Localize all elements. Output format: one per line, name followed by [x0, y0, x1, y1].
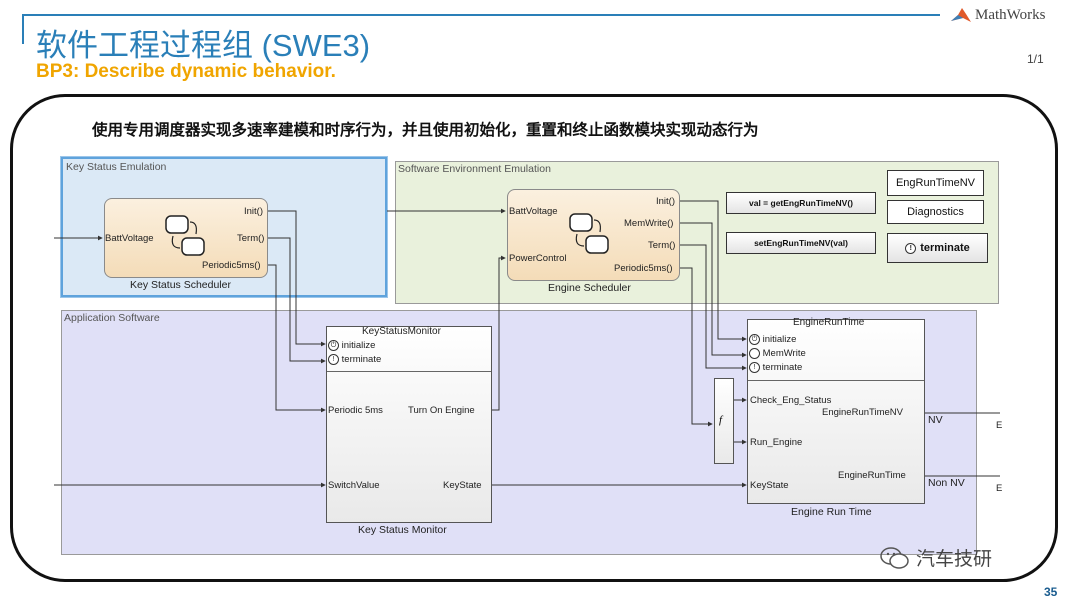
key-monitor-name: Key Status Monitor	[358, 524, 447, 536]
engine-run-time-block[interactable]	[747, 319, 925, 504]
engine-runtime-event-memwrite: MemWrite	[749, 348, 806, 359]
set-eng-runtime-nv-block[interactable]: setEngRunTimeNV(val)	[726, 232, 876, 254]
engine-runtime-event-initialize: ⏻ initialize	[749, 334, 796, 345]
engine-runtime-name: Engine Run Time	[791, 506, 872, 518]
key-sched-out-init: Init()	[244, 206, 263, 217]
engine-runtime-top-label: EngineRunTime	[793, 317, 865, 328]
engine-runtime-in-check-eng-status: Check_Eng_Status	[750, 395, 832, 406]
slide-headline: 使用专用调度器实现多速率建模和时序行为，并且使用初始化，重置和终止函数模块实现动…	[92, 122, 759, 139]
engine-runtime-memwrite-label: MemWrite	[762, 348, 806, 360]
eng-sched-out-memwrite: MemWrite()	[624, 218, 674, 229]
header-accent	[22, 14, 24, 44]
eng-sched-in-battvoltage: BattVoltage	[509, 206, 558, 217]
engine-runtime-out-runtime: EngineRunTime	[838, 470, 906, 481]
get-eng-runtime-nv-block[interactable]: val = getEngRunTimeNV()	[726, 192, 876, 214]
stateflow-icon	[569, 213, 609, 254]
function-symbol: f	[719, 414, 723, 426]
initialize-icon: ⏻	[749, 334, 760, 345]
key-monitor-divider	[327, 371, 491, 372]
membrane-icon	[951, 8, 971, 22]
key-sched-name: Key Status Scheduler	[130, 279, 231, 291]
eng-sched-out-term: Term()	[648, 240, 676, 251]
page-fraction: 1/1	[1027, 52, 1044, 66]
key-monitor-out-turn-on-engine: Turn On Engine	[408, 405, 475, 416]
key-sched-in-battvoltage: BattVoltage	[105, 233, 154, 244]
watermark-text: 汽车技研	[916, 549, 993, 570]
key-monitor-top-label: KeyStatusMonitor	[362, 326, 441, 337]
terminate-icon: !	[749, 362, 760, 373]
key-monitor-in-switchvalue: SwitchValue	[328, 480, 380, 491]
page-subtitle: BP3: Describe dynamic behavior.	[36, 61, 336, 82]
eng-sched-in-powercontrol: PowerControl	[509, 253, 567, 264]
engine-runtime-initialize-label: initialize	[762, 334, 797, 346]
header-rule	[22, 14, 940, 16]
engine-runtime-in-keystate: KeyState	[750, 480, 789, 491]
page-title: 软件工程过程组 (SWE3)	[36, 28, 371, 63]
diagnostics-block[interactable]: Diagnostics	[887, 200, 984, 224]
logo-text: MathWorks	[975, 6, 1046, 23]
area-label-application: Application Software	[64, 312, 160, 324]
area-label-software-env: Software Environment Emulation	[398, 163, 551, 175]
reset-icon	[749, 348, 760, 359]
key-monitor-event-initialize: ⏻ initialize	[328, 340, 375, 351]
watermark: 汽车技研	[880, 544, 992, 571]
key-sched-out-term: Term()	[237, 233, 265, 244]
key-monitor-event-terminate: ! terminate	[328, 354, 381, 365]
terminate-icon: !	[328, 354, 339, 365]
eng-runtime-nv-store[interactable]: EngRunTimeNV	[887, 170, 984, 196]
engine-scheduler-chart[interactable]	[507, 189, 680, 281]
eng-sched-name: Engine Scheduler	[548, 282, 631, 294]
key-monitor-in-periodic: Periodic 5ms	[328, 405, 383, 416]
cut-block-label: E	[996, 483, 1003, 494]
initialize-icon: ⏻	[328, 340, 339, 351]
engine-runtime-in-run-engine: Run_Engine	[750, 437, 803, 448]
eng-sched-out-init: Init()	[656, 196, 675, 207]
wechat-icon	[880, 546, 909, 569]
engine-runtime-out-nv: EngineRunTimeNV	[822, 407, 903, 418]
engine-runtime-event-terminate: ! terminate	[749, 362, 802, 373]
engine-runtime-terminate-label: terminate	[762, 362, 803, 374]
key-monitor-initialize-label: initialize	[341, 340, 376, 352]
page-number: 35	[1044, 585, 1058, 599]
cut-block-label: E	[996, 420, 1003, 431]
key-status-monitor-block[interactable]	[326, 326, 492, 523]
area-label-key-status: Key Status Emulation	[66, 161, 167, 173]
content-frame	[10, 94, 1058, 582]
mathworks-logo: MathWorks	[950, 6, 1045, 24]
output-label-nv: NV	[928, 414, 943, 426]
engine-runtime-divider	[748, 380, 924, 381]
key-sched-out-periodic: Periodic5ms()	[202, 260, 261, 271]
terminate-label: terminate	[920, 242, 970, 254]
terminate-block[interactable]: ! terminate	[887, 233, 988, 263]
eng-sched-out-periodic: Periodic5ms()	[614, 263, 673, 274]
function-call-split-block[interactable]	[714, 378, 734, 464]
key-monitor-terminate-label: terminate	[341, 354, 382, 366]
output-label-non-nv: Non NV	[928, 477, 965, 489]
stateflow-icon	[165, 215, 205, 256]
terminate-symbol-icon: !	[905, 242, 917, 254]
key-monitor-out-keystate: KeyState	[443, 480, 482, 491]
